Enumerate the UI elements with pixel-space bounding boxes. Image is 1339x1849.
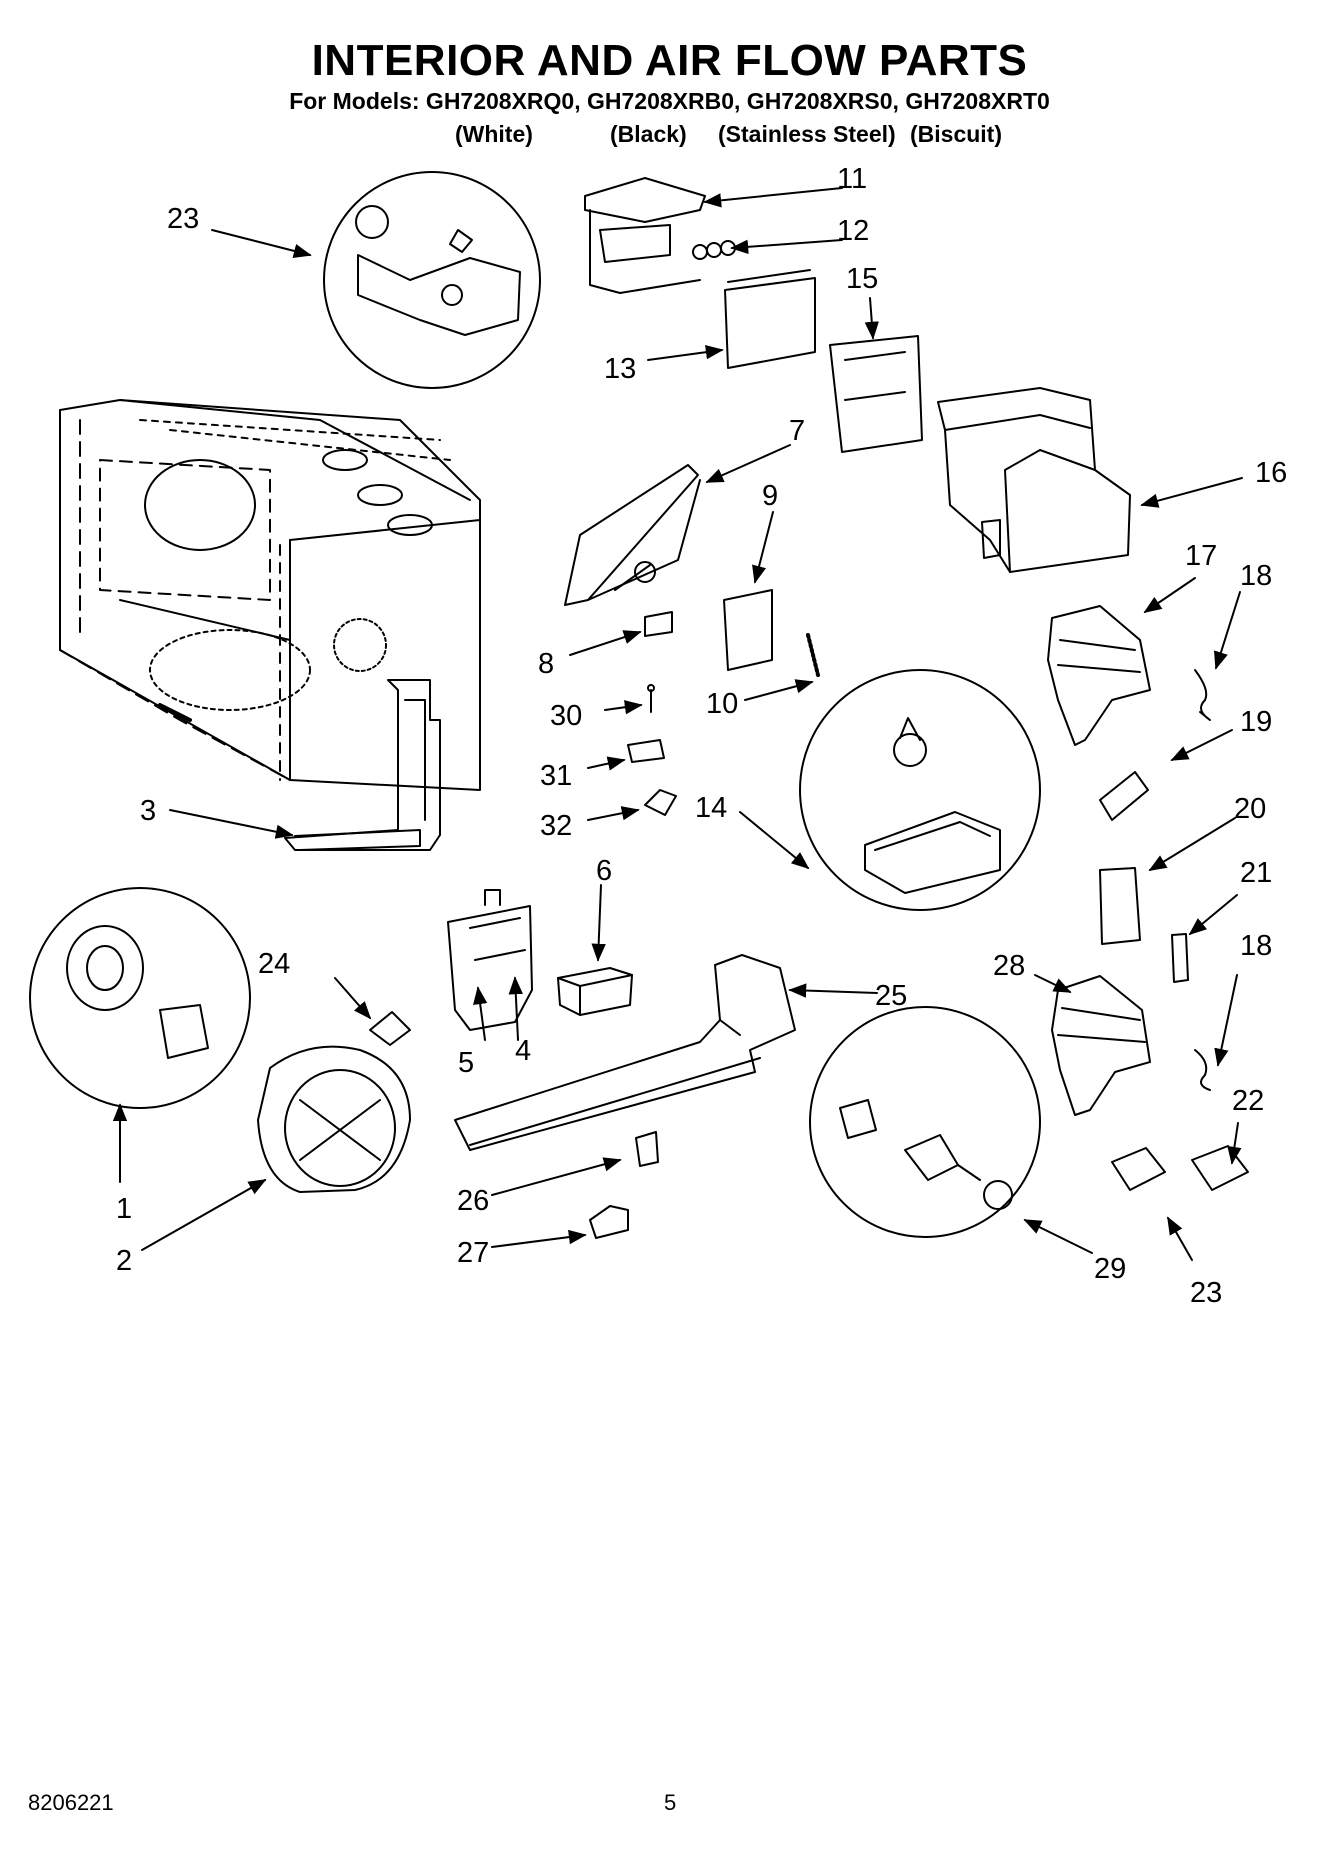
- callout-labels: 23 11 12 15 13 7 16 9 17 18 8 30 10 19 3…: [116, 163, 1287, 1309]
- callout-32: 31: [540, 760, 572, 792]
- callout-26: 25: [875, 980, 907, 1012]
- callout-10: 10: [706, 688, 738, 720]
- callout-1: 1: [116, 1193, 132, 1225]
- page-number: 5: [664, 1790, 677, 1815]
- callout-3: 3: [140, 795, 156, 827]
- callout-21: 21: [1240, 857, 1272, 889]
- callout-14: 14: [695, 792, 727, 824]
- right-column-parts-drawing: [1047, 605, 1249, 1191]
- callout-11: 11: [837, 163, 867, 195]
- part-14-detail-circle: [799, 669, 1041, 911]
- callout-24: 23: [167, 203, 199, 235]
- parts-4-6-25-drawing: [369, 889, 633, 1046]
- variant-biscuit: (Biscuit): [910, 121, 1002, 147]
- callout-23: 23: [1190, 1277, 1222, 1309]
- models-line: For Models: GH7208XRQ0, GH7208XRB0, GH72…: [289, 88, 1050, 114]
- variant-stainless: (Stainless Steel): [718, 121, 896, 147]
- variant-black: (Black): [610, 121, 687, 147]
- callout-16: 16: [1255, 457, 1287, 489]
- part-24-detail-circle: [323, 171, 541, 389]
- part-3-drawing: [284, 679, 441, 851]
- callout-22: 22: [1232, 1085, 1264, 1117]
- variant-white: (White): [455, 121, 533, 147]
- parts-27-28-drawing: [589, 1131, 659, 1239]
- callout-18a: 18: [1240, 560, 1272, 592]
- callout-30: 29: [1094, 1253, 1126, 1285]
- callout-17: 17: [1185, 540, 1217, 572]
- leader-arrows: [112, 187, 1243, 1261]
- parts-11-15-drawing: [584, 177, 923, 453]
- part-1-and-2-drawing: [29, 887, 411, 1193]
- callout-8: 8: [538, 648, 554, 680]
- page-title: INTERIOR AND AIR FLOW PARTS: [311, 36, 1028, 85]
- callout-2: 2: [116, 1245, 132, 1277]
- callout-7: 7: [789, 415, 805, 447]
- callout-25: 24: [258, 948, 290, 980]
- part-16-drawing: [937, 387, 1131, 573]
- small-parts-drawing: [627, 589, 820, 816]
- callout-13: 13: [604, 353, 636, 385]
- callout-20: 20: [1234, 793, 1266, 825]
- callout-6: 6: [596, 855, 612, 887]
- callout-29: 28: [993, 950, 1025, 982]
- oven-cavity-drawing: [59, 399, 481, 791]
- doc-number: 8206221: [28, 1790, 114, 1815]
- callout-31: 30: [550, 700, 582, 732]
- callout-28: 27: [457, 1237, 489, 1269]
- callout-15: 15: [846, 263, 878, 295]
- callout-27: 26: [457, 1185, 489, 1217]
- callout-19: 19: [1240, 706, 1272, 738]
- callout-4: 4: [515, 1035, 531, 1067]
- part-26-drawing: [454, 954, 796, 1151]
- callout-9: 9: [762, 480, 778, 512]
- part-30-detail-circle: [809, 1006, 1041, 1238]
- callout-5: 5: [458, 1047, 474, 1079]
- callout-12: 12: [837, 215, 869, 247]
- part-7-drawing: [564, 464, 701, 606]
- callout-33: 32: [540, 810, 572, 842]
- callout-18b: 18: [1240, 930, 1272, 962]
